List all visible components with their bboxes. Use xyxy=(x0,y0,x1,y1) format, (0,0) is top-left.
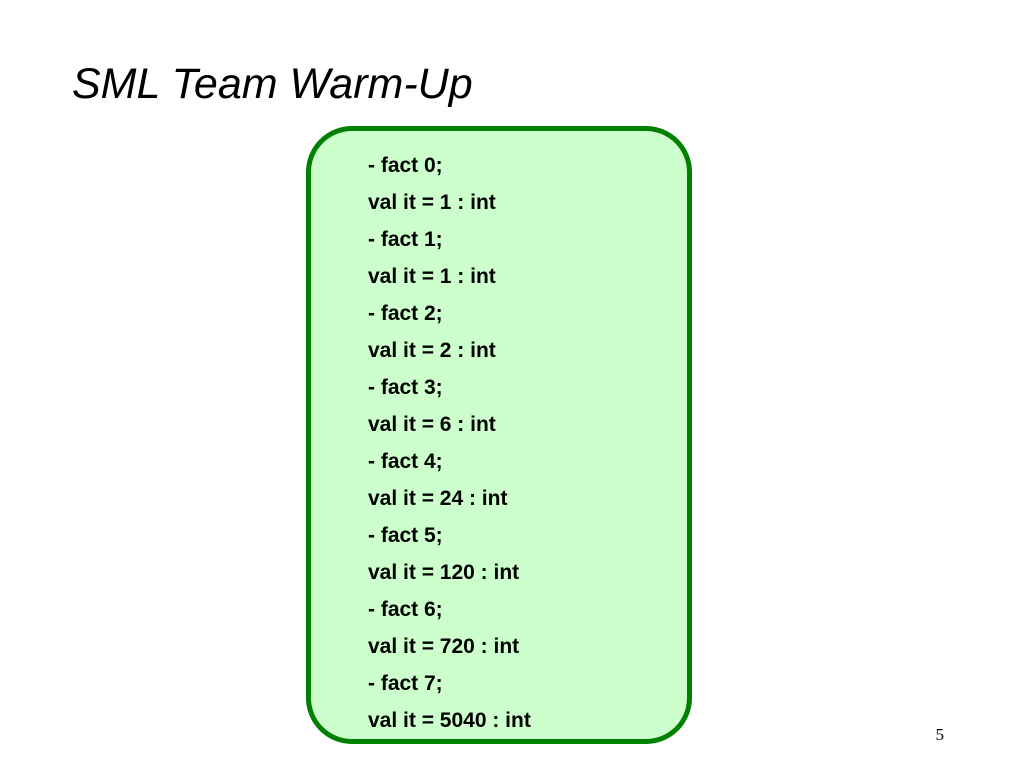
sml-session-transcript: - fact 0; val it = 1 : int - fact 1; val… xyxy=(368,147,531,739)
code-line-input: - fact 4; xyxy=(368,450,443,473)
code-line-input: - fact 2; xyxy=(368,302,443,325)
code-line-input: - fact 3; xyxy=(368,376,443,399)
code-line-output: val it = 2 : int xyxy=(368,339,496,362)
code-line-input: - fact 0; xyxy=(368,154,443,177)
code-line-input: - fact 1; xyxy=(368,228,443,251)
code-line-input: - fact 5; xyxy=(368,524,443,547)
code-line-output: val it = 24 : int xyxy=(368,487,508,510)
code-output-box xyxy=(306,126,692,744)
code-line-input: - fact 7; xyxy=(368,672,443,695)
code-line-input: - fact 6; xyxy=(368,598,443,621)
code-line-output: val it = 720 : int xyxy=(368,635,520,658)
code-line-output: val it = 5040 : int xyxy=(368,709,531,732)
code-line-output: val it = 120 : int xyxy=(368,561,520,584)
page-number: 5 xyxy=(935,725,945,744)
code-line-output: val it = 6 : int xyxy=(368,413,496,436)
code-line-output: val it = 1 : int xyxy=(368,265,496,288)
slide-title: SML Team Warm-Up xyxy=(72,60,473,108)
code-line-output: val it = 1 : int xyxy=(368,191,496,214)
